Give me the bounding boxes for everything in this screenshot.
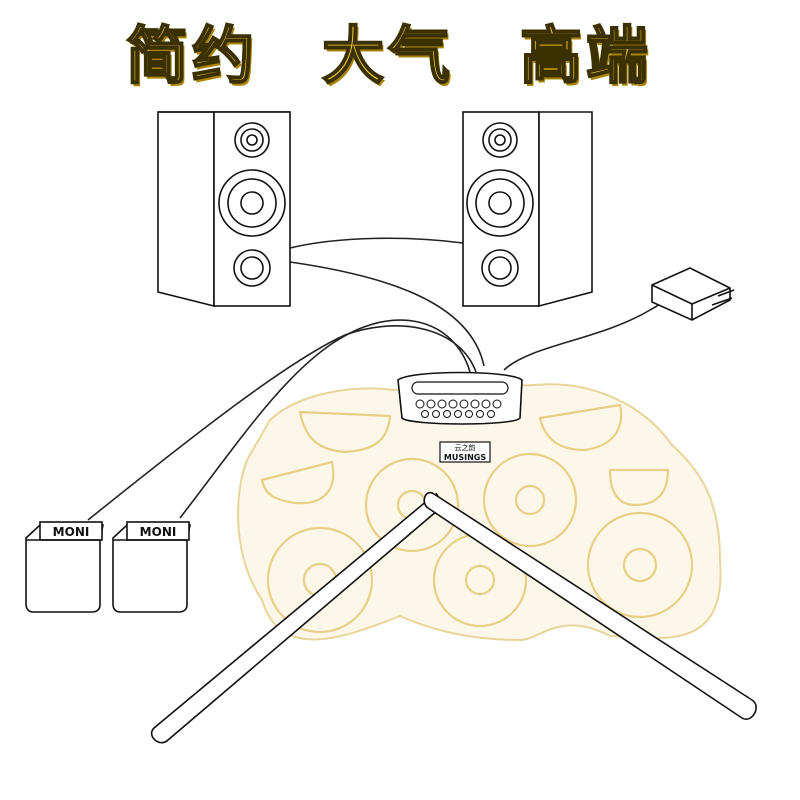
brand-text: MUSINGS	[444, 453, 486, 462]
speaker-left-icon	[157, 111, 291, 308]
headline-word-2: 大气	[321, 18, 455, 93]
pedal-right-icon	[112, 521, 191, 613]
power-adapter-icon	[651, 267, 735, 321]
power-cable	[503, 295, 669, 371]
pedal-cable-1	[87, 325, 477, 521]
drumstick-right-icon	[423, 491, 757, 720]
pedal-cable-2	[179, 319, 471, 519]
pedal-left-icon	[25, 521, 104, 613]
pedal-label-1: MONI	[53, 525, 90, 539]
cymbal-pad-mid-right	[608, 468, 670, 507]
speaker-right-icon	[462, 111, 593, 308]
brand-plate	[439, 441, 491, 463]
cymbal-pad-left	[298, 410, 392, 454]
speaker-link-cable	[289, 237, 464, 249]
speaker-cable-right	[289, 261, 485, 367]
cymbal-pad-right	[538, 403, 623, 452]
headline-word-1: 简约	[125, 18, 259, 93]
control-console	[397, 371, 523, 463]
headline: 简约 大气 高端	[0, 14, 800, 104]
cymbal-pad-mid-left	[260, 460, 335, 505]
headline-word-3: 高端	[519, 18, 653, 93]
pedal-label-2: MONI	[140, 525, 177, 539]
brand-text-cn: 云之韵	[455, 443, 476, 452]
drum-pads	[260, 403, 694, 634]
